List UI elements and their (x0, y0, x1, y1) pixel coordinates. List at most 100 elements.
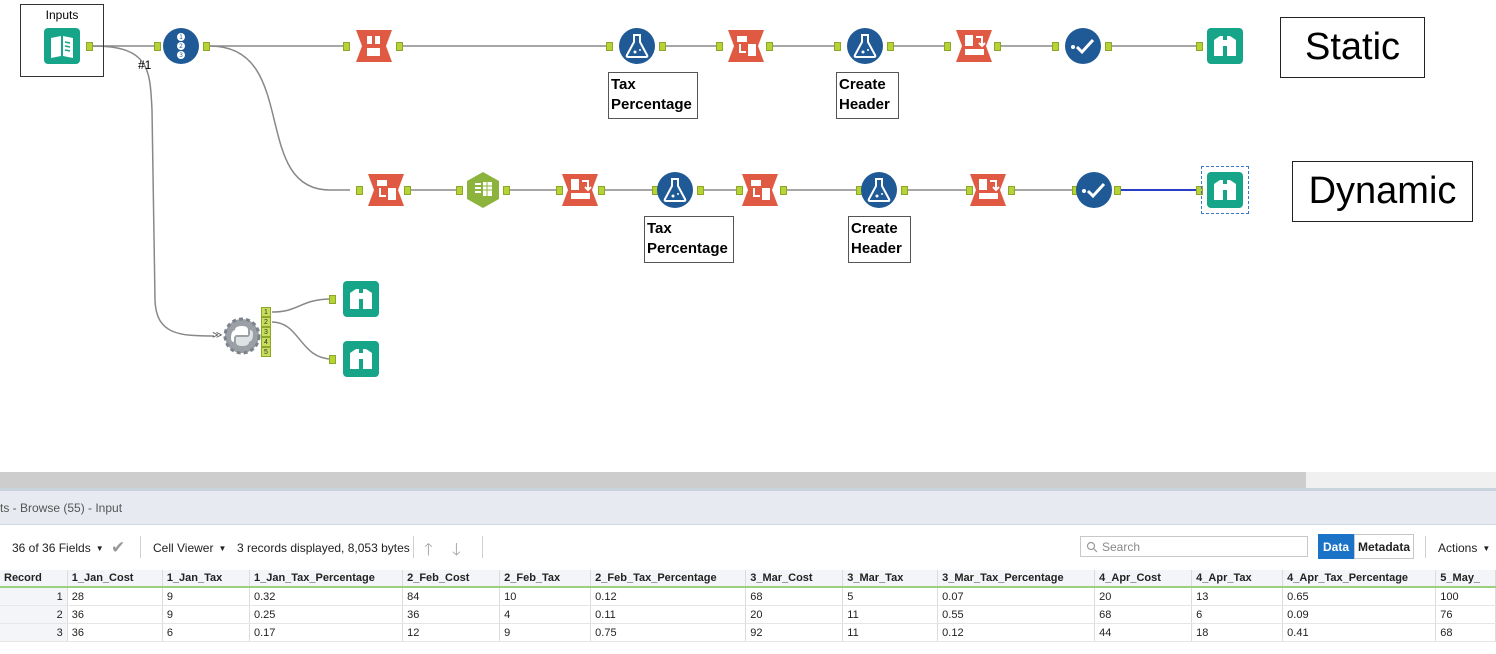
column-header[interactable]: 4_Apr_Tax (1191, 570, 1284, 588)
table-cell[interactable]: 0.11 (590, 605, 747, 624)
horizontal-scrollbar[interactable] (0, 472, 1496, 488)
crosstab-tool-dynamic-2[interactable] (740, 170, 780, 210)
column-header[interactable]: 1_Jan_Tax (162, 570, 250, 588)
output-anchor[interactable] (697, 186, 704, 195)
table-cell[interactable]: 100 (1435, 587, 1496, 606)
column-header[interactable]: 3_Mar_Cost (745, 570, 844, 588)
dynamic-rename-tool-static[interactable] (954, 26, 994, 66)
browse-tool-python-2[interactable] (341, 339, 381, 379)
output-anchor[interactable] (766, 42, 773, 51)
formula-tool-static-tax[interactable] (617, 26, 657, 66)
output-anchor[interactable] (598, 186, 605, 195)
input-anchor[interactable] (329, 295, 336, 304)
formula-tool-dynamic-header[interactable] (859, 170, 899, 210)
record-number[interactable]: 1 (0, 587, 68, 606)
record-number[interactable]: 2 (0, 605, 68, 624)
output-anchor[interactable] (1105, 42, 1112, 51)
formula-tool-dynamic-tax[interactable] (655, 170, 695, 210)
table-cell[interactable]: 20 (745, 605, 844, 624)
input-anchor[interactable] (154, 42, 161, 51)
table-cell[interactable]: 36 (67, 623, 163, 642)
table-cell[interactable]: 92 (745, 623, 844, 642)
output-anchor[interactable] (203, 42, 210, 51)
input-anchor[interactable] (1196, 42, 1203, 51)
table-cell[interactable]: 0.25 (249, 605, 404, 624)
input-anchor[interactable] (736, 186, 743, 195)
browse-tool-dynamic[interactable] (1201, 166, 1249, 214)
input-data-tool[interactable] (42, 26, 82, 66)
table-cell[interactable]: 44 (1094, 623, 1193, 642)
table-cell[interactable]: 9 (499, 623, 592, 642)
table-cell[interactable]: 0.75 (590, 623, 747, 642)
fields-selector[interactable]: 36 of 36 Fields▼ (12, 541, 104, 555)
search-input[interactable]: Search (1080, 536, 1308, 557)
output-anchor[interactable] (1008, 186, 1015, 195)
crosstab-tool-dynamic[interactable] (366, 170, 406, 210)
table-cell[interactable]: 0.17 (249, 623, 404, 642)
scrollbar-thumb[interactable] (0, 472, 1306, 488)
table-cell[interactable]: 9 (162, 605, 250, 624)
table-cell[interactable]: 68 (1435, 623, 1496, 642)
output-anchor[interactable] (780, 186, 787, 195)
table-cell[interactable]: 0.12 (937, 623, 1096, 642)
arrow-up-icon[interactable]: 🡑 (424, 540, 433, 559)
table-cell[interactable]: 6 (162, 623, 250, 642)
table-cell[interactable]: 13 (1191, 587, 1284, 606)
python-output-anchor[interactable]: 1 (261, 307, 271, 317)
data-tab-button[interactable]: Data (1318, 534, 1354, 559)
output-anchor[interactable] (1114, 186, 1121, 195)
input-anchor[interactable] (1196, 186, 1203, 195)
input-anchor[interactable] (456, 186, 463, 195)
table-cell[interactable]: 68 (1094, 605, 1193, 624)
browse-tool-python-1[interactable] (341, 279, 381, 319)
output-anchor[interactable] (404, 186, 411, 195)
checkmark-icon[interactable]: ✔ (111, 538, 126, 557)
output-anchor[interactable] (887, 42, 894, 51)
table-cell[interactable]: 11 (842, 605, 939, 624)
table-cell[interactable]: 84 (402, 587, 501, 606)
output-anchor[interactable] (994, 42, 1001, 51)
table-cell[interactable]: 0.07 (937, 587, 1096, 606)
table-cell[interactable]: 11 (842, 623, 939, 642)
column-header[interactable]: Record (0, 570, 68, 588)
table-cell[interactable]: 12 (402, 623, 501, 642)
python-output-anchor[interactable]: 2 (261, 317, 271, 327)
arrow-down-icon[interactable]: 🡓 (452, 540, 461, 559)
table-cell[interactable]: 36 (402, 605, 501, 624)
table-cell[interactable]: 20 (1094, 587, 1193, 606)
record-number[interactable]: 3 (0, 623, 68, 642)
table-cell[interactable]: 76 (1435, 605, 1496, 624)
input-anchor[interactable] (834, 42, 841, 51)
input-anchor[interactable] (606, 42, 613, 51)
input-anchor[interactable] (343, 42, 350, 51)
table-cell[interactable]: 0.55 (937, 605, 1096, 624)
panel-splitter[interactable] (0, 488, 1496, 491)
column-header[interactable]: 3_Mar_Tax (842, 570, 939, 588)
input-anchor[interactable] (1052, 42, 1059, 51)
input-anchor[interactable] (556, 186, 563, 195)
column-header[interactable]: 5_May_ (1435, 570, 1496, 588)
table-cell[interactable]: 0.41 (1282, 623, 1437, 642)
python-output-anchor[interactable]: 4 (261, 337, 271, 347)
select-tool-dynamic[interactable] (1074, 170, 1114, 210)
input-anchor[interactable] (944, 42, 951, 51)
column-header[interactable]: 2_Feb_Cost (402, 570, 501, 588)
table-cell[interactable]: 9 (162, 587, 250, 606)
output-anchor[interactable] (503, 186, 510, 195)
table-cell[interactable]: 0.32 (249, 587, 404, 606)
column-header[interactable]: 1_Jan_Cost (67, 570, 163, 588)
dynamic-rename-tool-dynamic-2[interactable] (968, 170, 1008, 210)
column-header[interactable]: 4_Apr_Cost (1094, 570, 1193, 588)
browse-tool-static[interactable] (1205, 26, 1245, 66)
table-cell[interactable]: 0.09 (1282, 605, 1437, 624)
text-to-columns-tool[interactable] (463, 170, 503, 210)
table-cell[interactable]: 0.12 (590, 587, 747, 606)
actions-menu[interactable]: Actions▼ (1438, 541, 1490, 555)
table-cell[interactable]: 28 (67, 587, 163, 606)
metadata-tab-button[interactable]: Metadata (1354, 534, 1414, 559)
input-anchor[interactable] (716, 42, 723, 51)
